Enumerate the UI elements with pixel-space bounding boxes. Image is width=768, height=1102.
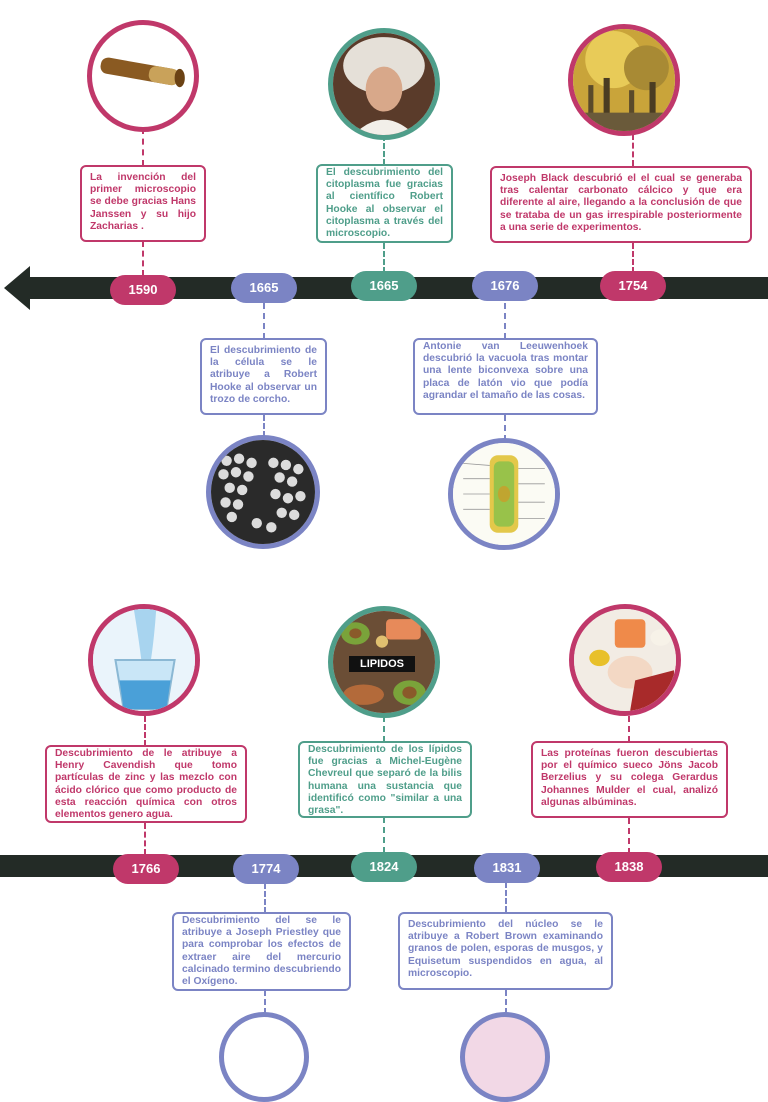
event-text: Antonie van Leeuwenhoek descubrió la vac… xyxy=(423,341,588,401)
year-badge: 1766 xyxy=(113,854,179,884)
microscope-tube-icon xyxy=(87,20,199,132)
event-celula: El descubrimiento de la célula se le atr… xyxy=(200,338,327,415)
connector xyxy=(142,241,144,276)
event-lipidos: Descubrimiento de los lípidos fue gracia… xyxy=(298,741,472,818)
portrait-icon xyxy=(328,28,440,140)
event-nucleo: Descubrimiento del núcleo se le atribuye… xyxy=(398,912,613,990)
connector xyxy=(628,818,630,854)
factory-smoke-icon xyxy=(568,24,680,136)
year-badge: 1665 xyxy=(351,271,417,301)
water-glass-icon xyxy=(88,604,200,716)
event-text: Descubrimiento de le atribuye a Henry Ca… xyxy=(55,748,237,821)
protein-foods-icon xyxy=(569,604,681,716)
connector xyxy=(383,135,385,165)
connector xyxy=(505,882,507,912)
connector xyxy=(383,243,385,273)
connector xyxy=(144,716,146,746)
connector xyxy=(142,128,144,166)
connector xyxy=(383,716,385,742)
connector xyxy=(144,823,146,855)
event-priestley: Descubrimiento del se le atribuye a Jose… xyxy=(172,912,351,991)
event-text: Joseph Black descubrió el el cual se gen… xyxy=(500,173,742,233)
event-text: Descubrimiento del se le atribuye a Jose… xyxy=(182,915,341,988)
connector xyxy=(628,716,630,742)
connector xyxy=(504,415,506,441)
year-badge: 1838 xyxy=(596,852,662,882)
connector xyxy=(632,243,634,273)
year-badge: 1774 xyxy=(233,854,299,884)
year-badge: 1676 xyxy=(472,271,538,301)
event-microscopio: La invención del primer microscopio se d… xyxy=(80,165,206,242)
event-text: Descubrimiento del núcleo se le atribuye… xyxy=(408,919,603,979)
event-citoplasma: El descubrimiento del citoplasma fue gra… xyxy=(316,164,453,243)
event-joseph-black: Joseph Black descubrió el el cual se gen… xyxy=(490,166,752,243)
cork-cells-icon xyxy=(206,435,320,549)
year-badge: 1831 xyxy=(474,853,540,883)
lipidos-label: LIPIDOS xyxy=(349,656,415,672)
partial-circle-icon xyxy=(460,1012,550,1102)
event-proteinas: Las proteínas fueron descubiertas por el… xyxy=(531,741,728,818)
connector xyxy=(383,817,385,853)
year-badge: 1590 xyxy=(110,275,176,305)
event-text: Descubrimiento de los lípidos fue gracia… xyxy=(308,744,462,817)
connector xyxy=(263,303,265,339)
event-text: El descubrimiento del citoplasma fue gra… xyxy=(326,167,443,240)
connector xyxy=(504,303,506,339)
year-badge: 1665 xyxy=(231,273,297,303)
year-badge: 1824 xyxy=(351,852,417,882)
year-badge: 1754 xyxy=(600,271,666,301)
event-vacuola: Antonie van Leeuwenhoek descubrió la vac… xyxy=(413,338,598,415)
connector xyxy=(632,134,634,166)
partial-circle-icon xyxy=(219,1012,309,1102)
connector xyxy=(505,990,507,1014)
event-text: La invención del primer microscopio se d… xyxy=(90,172,196,232)
connector xyxy=(263,415,265,437)
timeline-arrow-icon xyxy=(4,266,30,310)
plant-cell-icon xyxy=(448,438,560,550)
event-text: El descubrimiento de la célula se le atr… xyxy=(210,345,317,405)
event-cavendish: Descubrimiento de le atribuye a Henry Ca… xyxy=(45,745,247,823)
event-text: Las proteínas fueron descubiertas por el… xyxy=(541,748,718,808)
connector xyxy=(264,990,266,1014)
connector xyxy=(264,883,266,913)
